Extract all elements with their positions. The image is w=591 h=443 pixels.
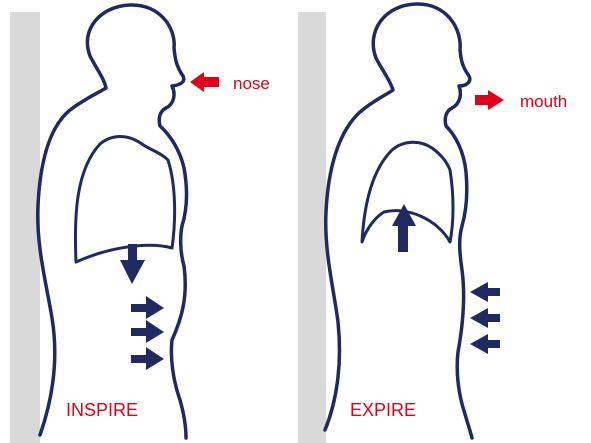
- belly-out-arrows: [131, 296, 164, 370]
- panel-expire: mouth EXPIRE: [298, 4, 567, 443]
- arrow-left-icon: [470, 334, 500, 354]
- nose-label: nose: [233, 74, 270, 93]
- lung-inspire: [75, 137, 174, 263]
- panel-inspire: nose INSPIRE: [10, 5, 270, 443]
- wall-left: [10, 12, 40, 443]
- arrow-right-icon: [131, 347, 164, 370]
- arrow-left-icon: [470, 308, 500, 328]
- inspire-caption: INSPIRE: [66, 400, 138, 420]
- wall-right: [298, 12, 326, 443]
- belly-in-arrows: [470, 282, 500, 354]
- arrow-right-icon: [131, 296, 164, 319]
- mouth-label: mouth: [520, 92, 567, 111]
- arrow-left-icon: [470, 282, 500, 302]
- arrow-right-icon: [131, 320, 164, 343]
- diaphragm-down-arrow: [120, 244, 145, 284]
- expire-caption: EXPIRE: [350, 400, 416, 420]
- mouth-arrow-icon: [475, 90, 504, 110]
- nose-arrow-icon: [190, 72, 219, 92]
- body-outline-inspire: [38, 5, 187, 438]
